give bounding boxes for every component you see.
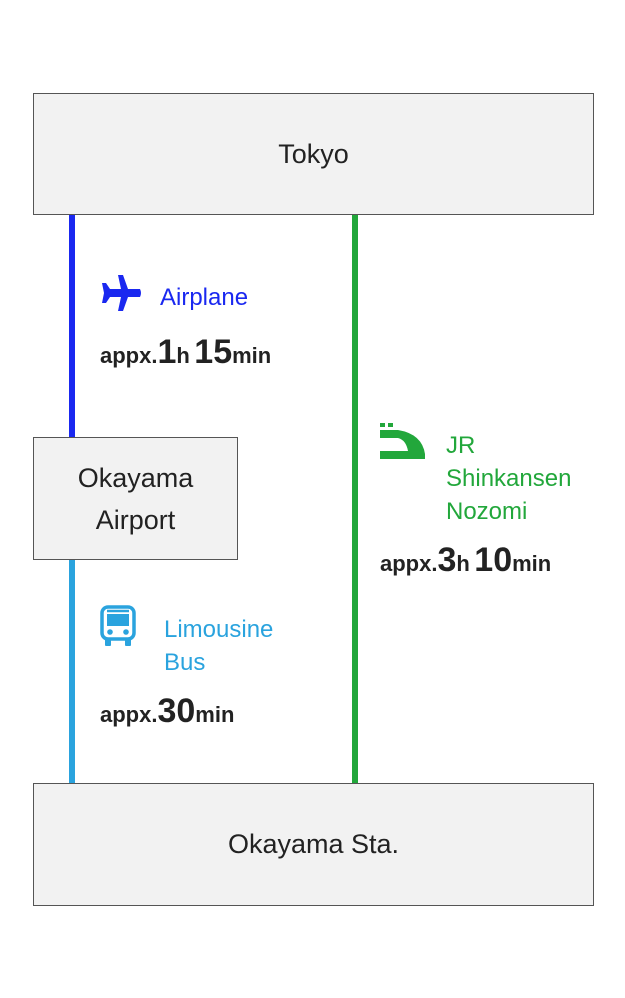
jr-label-line1: JR	[446, 432, 476, 459]
bus-travel-time: appx.30min	[100, 692, 234, 731]
jr-time-minutes: 10	[474, 541, 513, 579]
bus-time-prefix: appx.	[100, 702, 158, 727]
station-airport-label-line2: Airport	[95, 504, 176, 535]
station-tokyo: Tokyo	[33, 93, 594, 215]
bus-label-line1: Limousine	[164, 616, 274, 643]
airplane-time-minutes-unit: min	[232, 343, 272, 368]
station-okayama-airport: Okayama Airport	[33, 437, 238, 560]
route-line-bus	[69, 560, 75, 783]
station-okayama: Okayama Sta.	[33, 783, 594, 906]
airplane-time-minutes: 15	[194, 333, 233, 371]
airplane-time-hours: 1	[157, 333, 177, 371]
airplane-icon	[102, 275, 141, 311]
jr-time-minutes-unit: min	[512, 551, 552, 576]
airplane-time-hours-unit: h	[176, 343, 190, 368]
jr-label: JR Shinkansen Nozomi	[446, 429, 571, 528]
bus-label-line2: Bus	[164, 649, 206, 676]
jr-time-hours: 3	[437, 541, 457, 579]
bus-icon	[100, 605, 136, 646]
bus-time-minutes-unit: min	[195, 702, 235, 727]
jr-travel-time: appx.3h 10min	[380, 541, 551, 580]
bus-time-minutes: 30	[157, 692, 196, 730]
airplane-label: Airplane	[160, 281, 248, 314]
bus-label: Limousine Bus	[164, 613, 273, 679]
station-airport-label-line1: Okayama	[77, 462, 194, 493]
jr-label-line3: Nozomi	[446, 498, 528, 525]
jr-time-prefix: appx.	[380, 551, 438, 576]
airplane-travel-time: appx.1h 15min	[100, 333, 271, 372]
jr-label-line2: Shinkansen	[446, 465, 572, 492]
route-line-airplane	[69, 215, 75, 437]
airplane-label-text: Airplane	[160, 284, 249, 311]
route-line-jr	[352, 215, 358, 783]
airplane-time-prefix: appx.	[100, 343, 158, 368]
station-tokyo-label: Tokyo	[278, 138, 349, 169]
shinkansen-icon	[380, 423, 425, 459]
station-okayama-label: Okayama Sta.	[227, 829, 400, 859]
jr-time-hours-unit: h	[456, 551, 470, 576]
